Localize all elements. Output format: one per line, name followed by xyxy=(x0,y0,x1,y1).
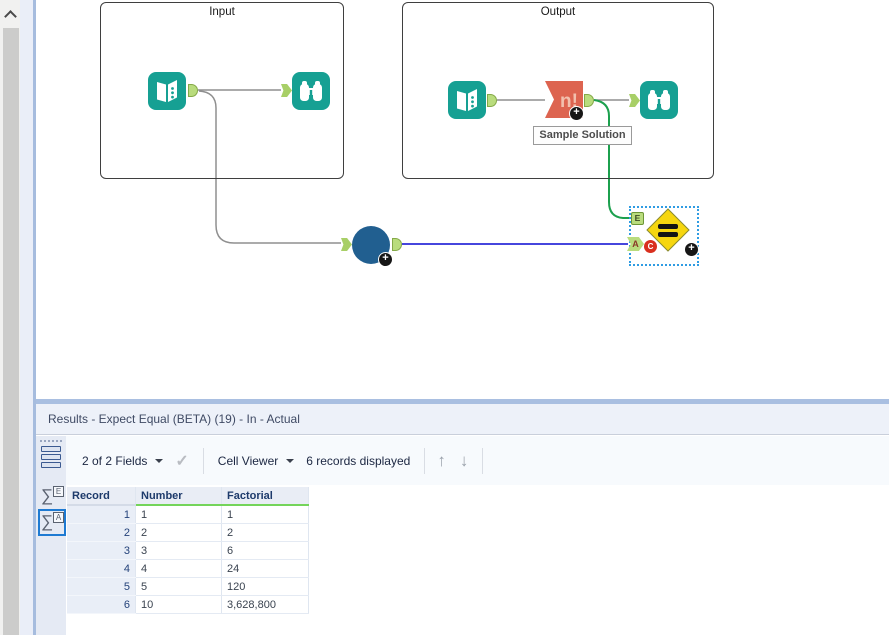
data-cell[interactable]: 10 xyxy=(135,595,222,614)
results-toolbar xyxy=(36,436,889,485)
browse-tool[interactable] xyxy=(292,72,330,110)
left-scrollbar[interactable] xyxy=(0,0,20,635)
toolbar-separator xyxy=(424,447,426,474)
data-cell[interactable]: 4 xyxy=(135,559,222,578)
column-header-record: Record xyxy=(67,487,136,506)
input-anchor-icon[interactable] xyxy=(341,238,352,251)
sigma-e-icon: ∑ xyxy=(41,486,54,505)
dropdown-caret-icon[interactable] xyxy=(286,458,295,463)
selection-rect xyxy=(629,206,699,266)
data-cell[interactable]: 1 xyxy=(135,505,222,524)
checkmark-icon[interactable]: ✓ xyxy=(175,452,189,470)
sigma-a-icon: ∑ xyxy=(41,512,54,531)
record-cell[interactable]: 4 xyxy=(67,559,136,578)
cell-viewer-selector[interactable]: Cell Viewer xyxy=(217,453,279,468)
text-input-tool[interactable] xyxy=(448,81,486,119)
plus-badge-icon[interactable]: + xyxy=(378,252,393,267)
workflow-canvas[interactable]: Input Output xyxy=(36,0,889,399)
wire-input-to-macro-node xyxy=(198,90,341,244)
anchor-e-icon[interactable]: E xyxy=(631,212,644,225)
tab-letter: E xyxy=(53,486,64,497)
browse-binoculars-icon xyxy=(292,72,330,110)
browse-tool[interactable] xyxy=(640,81,678,119)
data-cell[interactable]: 3 xyxy=(135,541,222,560)
scrollbar-thumb[interactable] xyxy=(3,28,19,635)
output-anchor-icon[interactable] xyxy=(392,238,402,251)
data-cell[interactable]: 2 xyxy=(221,523,309,542)
tab-expected-input[interactable]: ∑ E xyxy=(39,484,65,509)
data-cell[interactable]: 120 xyxy=(221,577,309,596)
column-header-factorial: Factorial xyxy=(221,487,309,506)
input-anchor-icon[interactable] xyxy=(281,84,292,97)
container-title: Output xyxy=(540,6,576,18)
plus-badge-icon[interactable]: + xyxy=(569,106,584,121)
input-book-icon xyxy=(448,81,486,119)
text-input-tool[interactable] xyxy=(148,72,186,110)
browse-binoculars-icon xyxy=(640,81,678,119)
input-book-icon xyxy=(148,72,186,110)
records-displayed-label: 6 records displayed xyxy=(306,453,411,468)
tool-container-input[interactable]: Input xyxy=(100,2,344,179)
plus-badge-icon[interactable]: + xyxy=(684,242,699,257)
results-toolbar-row: 2 of 2 Fields ✓ Cell Viewer 6 records di… xyxy=(66,436,484,485)
output-anchor-icon[interactable] xyxy=(487,94,497,107)
toolbar-separator xyxy=(482,447,484,474)
dropdown-caret-icon[interactable] xyxy=(155,458,164,463)
table-header-row: Record Number Factorial xyxy=(67,487,309,506)
output-anchor-icon[interactable] xyxy=(584,94,594,107)
results-panel: Results - Expect Equal (BETA) (19) - In … xyxy=(36,399,889,635)
output-anchor-icon[interactable] xyxy=(188,84,198,97)
up-arrow-icon[interactable]: ↑ xyxy=(437,450,446,470)
record-cell[interactable]: 6 xyxy=(67,595,136,614)
panel-splitter[interactable] xyxy=(36,399,889,404)
data-cell[interactable]: 3,628,800 xyxy=(221,595,309,614)
record-cell[interactable]: 3 xyxy=(67,541,136,560)
record-cell[interactable]: 5 xyxy=(67,577,136,596)
drag-handle-icon[interactable] xyxy=(40,440,62,442)
data-cell[interactable]: 5 xyxy=(135,577,222,596)
record-cell[interactable]: 1 xyxy=(67,505,136,524)
results-grid-icon[interactable] xyxy=(41,446,61,470)
tab-letter: A xyxy=(53,512,64,523)
macro-annotation-label[interactable]: Sample Solution xyxy=(533,126,632,145)
data-cell[interactable]: 1 xyxy=(221,505,309,524)
data-cell[interactable]: 2 xyxy=(135,523,222,542)
anchor-a-icon[interactable]: A xyxy=(627,237,644,251)
down-arrow-icon[interactable]: ↓ xyxy=(459,450,469,470)
results-icon-strip xyxy=(36,436,66,635)
canvas-left-border xyxy=(33,0,36,635)
chevron-up-icon xyxy=(4,10,17,23)
toolbar-separator xyxy=(202,447,204,474)
expect-equal-tool[interactable] xyxy=(646,208,690,252)
wire-expected-green xyxy=(593,99,631,219)
data-cell[interactable]: 6 xyxy=(221,541,309,560)
fields-selector[interactable]: 2 of 2 Fields xyxy=(82,453,148,468)
data-cell[interactable]: 24 xyxy=(221,559,309,578)
results-panel-title: Results - Expect Equal (BETA) (19) - In … xyxy=(36,404,889,435)
scroll-up-icon[interactable] xyxy=(0,0,20,26)
factorial-macro-tool[interactable]: n! + xyxy=(545,81,584,121)
collapsed-panel-edge xyxy=(20,0,33,635)
record-cell[interactable]: 2 xyxy=(67,523,136,542)
column-header-number: Number xyxy=(135,487,222,506)
connection-wires xyxy=(198,89,631,245)
container-title: Input xyxy=(209,6,235,18)
input-anchor-icon[interactable] xyxy=(629,94,640,107)
tool-container-output[interactable]: Output xyxy=(402,2,714,179)
error-badge-icon: C xyxy=(644,240,657,253)
expect-equal-icon xyxy=(646,208,690,252)
tab-actual-input[interactable]: ∑ A xyxy=(38,509,66,536)
